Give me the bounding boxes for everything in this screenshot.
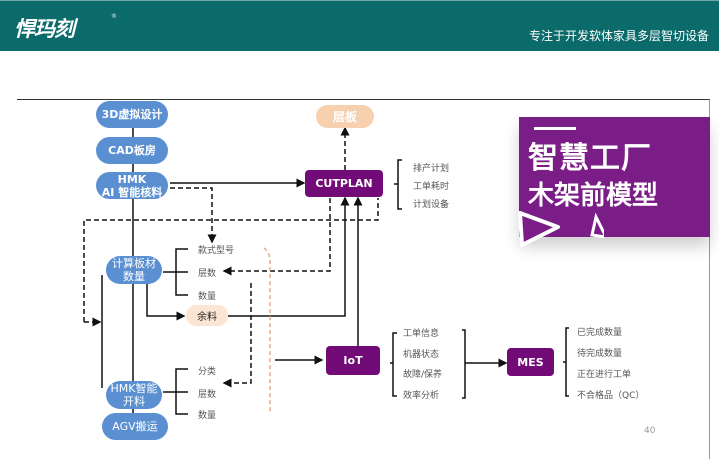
- loop-top-dashed: [83, 198, 379, 322]
- node-layer-board: 层板: [316, 105, 374, 128]
- node-remnant: 余料: [186, 305, 228, 326]
- iot-output-label: 故障/保养: [403, 370, 443, 380]
- cutplan-output-label: 工单耗时: [413, 182, 450, 192]
- mes-output-label: 待完成数量: [577, 349, 623, 359]
- calc-output-label: 款式型号: [198, 246, 235, 256]
- node-hmk-ai: HMK AI 智能核料: [96, 172, 168, 199]
- ai-to-style-arrow: [170, 187, 217, 244]
- calc-to-remnant-arrow: [146, 283, 186, 321]
- node-iot: IoT: [326, 346, 380, 375]
- to-cut-layers-arrow: [222, 283, 252, 388]
- node-calc-line2: 数量: [123, 270, 145, 283]
- node-mes: MES: [507, 348, 554, 376]
- node-hmk-ai-line1: HMK: [117, 172, 147, 186]
- mes-bracket: [565, 327, 569, 397]
- separator-dashed-curve: [263, 247, 271, 412]
- cutplan-output-label: 排产计划: [413, 164, 450, 174]
- mes-output-label: 不合格品（QC）: [577, 391, 645, 401]
- iot-output-label: 工单信息: [403, 329, 440, 339]
- banner-title: 智慧工厂: [528, 141, 652, 176]
- calc-output-label: 数量: [198, 292, 217, 302]
- header-tagline: 专注于开发软体家具多层智切设备: [528, 29, 709, 43]
- slide-frame: [17, 99, 710, 459]
- node-hmk-ai-line2: AI 智能核料: [101, 185, 163, 199]
- iot-output-label: 机器状态: [403, 350, 440, 360]
- brand-logo: 悍玛刻: [14, 17, 75, 41]
- connector-lines: [83, 125, 569, 425]
- cutplan-bracket: [397, 159, 402, 210]
- node-calc-boards: 计算板材 数量: [106, 256, 162, 284]
- cut-output-label: 数量: [198, 411, 217, 421]
- cutplan-to-layers-arrow: [222, 198, 331, 276]
- iot-output-label: 效率分析: [403, 391, 440, 401]
- node-3d-design: 3D虚拟设计: [96, 101, 168, 128]
- remnant-to-cutplan-arrow: [228, 196, 350, 317]
- cut-output-label: 分类: [198, 367, 217, 377]
- banner-subtitle: 木架前模型: [528, 181, 659, 211]
- node-hmk-cut-line2: 开料: [123, 395, 145, 408]
- node-cad: CAD板房: [96, 137, 168, 164]
- cut-output-label: 层数: [198, 390, 217, 400]
- iot-right-bracket: [462, 329, 466, 399]
- node-hmk-cut-line1: HMK智能: [110, 382, 158, 395]
- banner-accent-line: [534, 127, 576, 130]
- node-hmk-cut: HMK智能 开料: [106, 381, 162, 409]
- mes-output-label: 正在进行工单: [577, 370, 632, 380]
- triangle-decoration-icon: [518, 211, 604, 247]
- header-bar: 悍玛刻 ® 专注于开发软体家具多层智切设备: [0, 0, 719, 51]
- mes-output-label: 已完成数量: [577, 328, 623, 338]
- title-banner: [519, 117, 710, 237]
- calc-output-label: 层数: [198, 269, 217, 279]
- registered-mark: ®: [111, 13, 117, 20]
- iot-bracket: [392, 332, 397, 397]
- node-agv: AGV搬运: [102, 413, 168, 440]
- node-cutplan: CUTPLAN: [305, 170, 383, 197]
- cutplan-output-label: 计划设备: [413, 200, 450, 210]
- page-number: 40: [644, 426, 656, 436]
- node-calc-line1: 计算板材: [112, 257, 156, 270]
